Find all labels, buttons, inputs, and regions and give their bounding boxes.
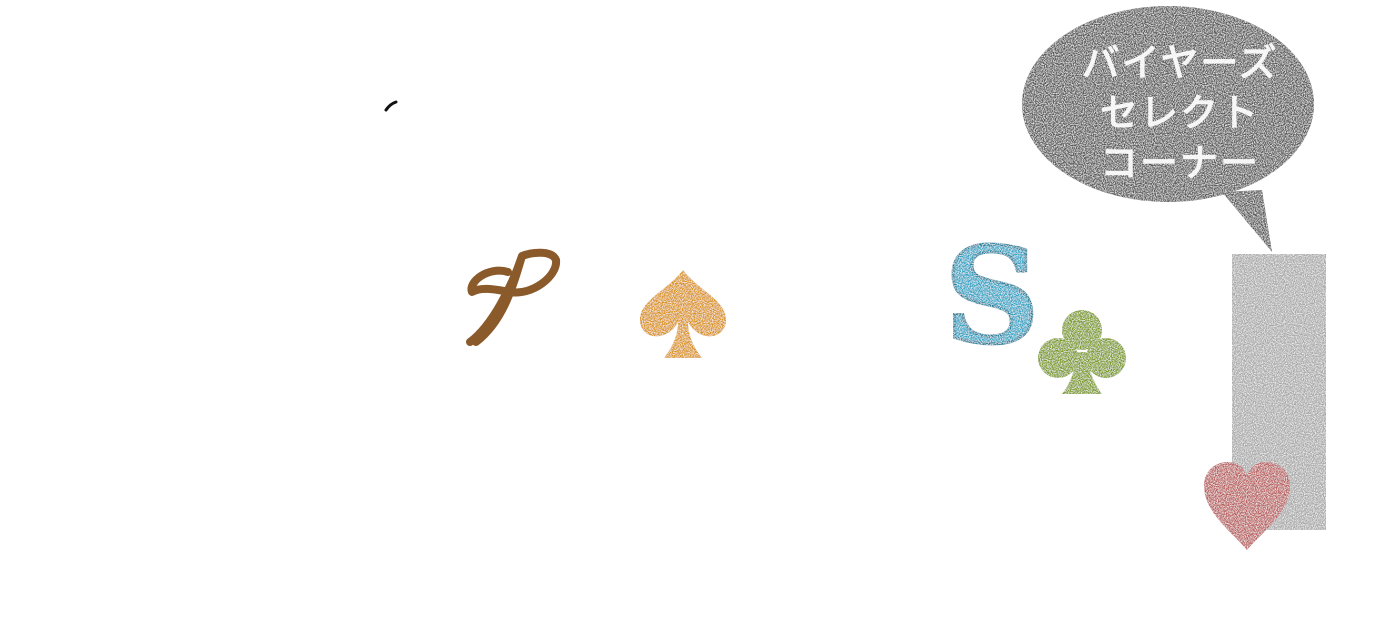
bubble-line-1: バイヤーズ: [1081, 41, 1279, 85]
svg-text:S: S: [946, 230, 1038, 358]
heart-icon: [1204, 462, 1290, 550]
club-icon: [1038, 310, 1126, 394]
spade-icon: [640, 270, 726, 358]
bubble-line-3: コーナー: [1099, 141, 1260, 185]
bubble-label: バイヤーズ セレクト コーナー: [1070, 38, 1290, 188]
bubble-line-2: セレクト: [1099, 91, 1260, 135]
stamp-s-letter: S: [946, 230, 1038, 358]
script-p-letter: [466, 248, 560, 346]
brush-tick-mark: [384, 100, 398, 112]
